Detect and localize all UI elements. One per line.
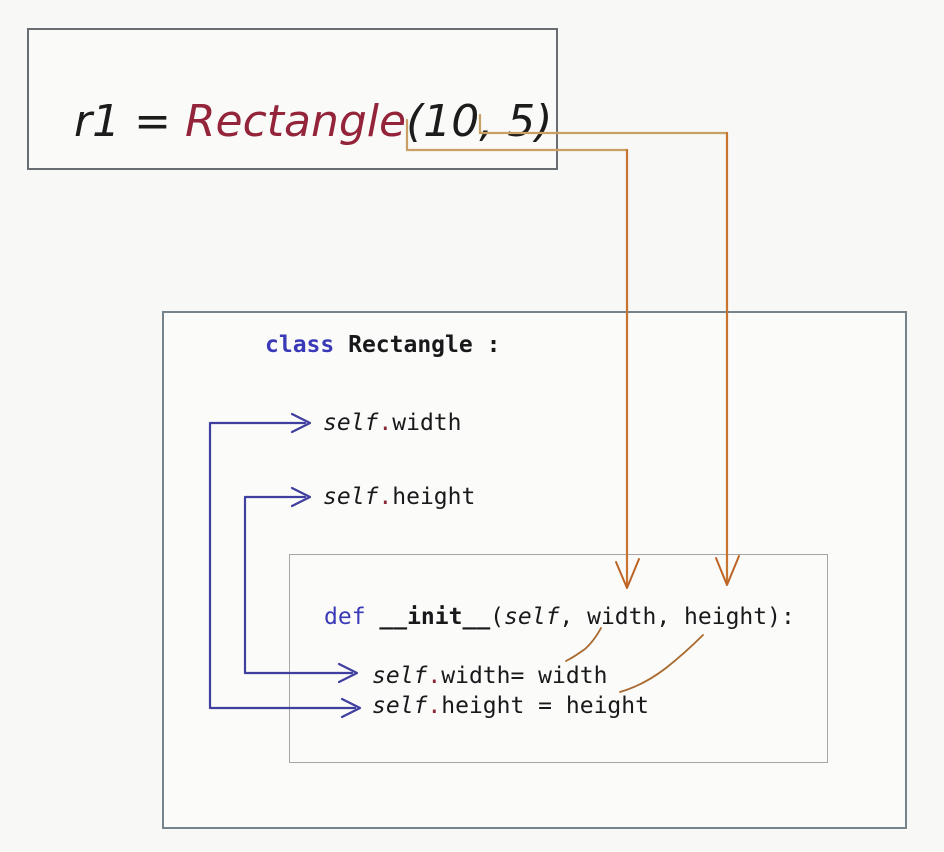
instantiation-code: r1 = Rectangle(10, 5) xyxy=(74,94,552,150)
dot-token: . xyxy=(378,484,393,510)
assignment-width-line: self.width= width xyxy=(372,662,607,690)
self-param: self xyxy=(504,604,560,630)
code-args: (10, 5) xyxy=(406,96,553,147)
dot-token: . xyxy=(378,410,393,436)
attribute-name: height xyxy=(392,484,476,510)
self-token: self xyxy=(372,693,428,719)
assignment-height-line: self.height = height xyxy=(372,692,649,720)
open-paren: ( xyxy=(490,604,505,630)
dot-token: . xyxy=(427,693,442,719)
attribute-self-height: self.height xyxy=(323,483,475,511)
self-token: self xyxy=(372,663,428,689)
attribute-name: width xyxy=(392,410,462,436)
instantiation-box: r1 = Rectangle(10, 5) xyxy=(27,28,558,170)
class-declaration-line: class Rectangle : xyxy=(265,331,500,359)
init-signature-line: def __init__(self, width, height): xyxy=(324,603,795,631)
class-keyword: class xyxy=(265,332,349,358)
init-method-name: __init__ xyxy=(379,604,491,630)
init-method-box xyxy=(289,554,828,763)
def-keyword: def xyxy=(324,604,380,630)
self-token: self xyxy=(323,410,379,436)
params-rest: , width, height): xyxy=(559,604,795,630)
code-class-name: Rectangle xyxy=(184,96,407,147)
class-name-text: Rectangle : xyxy=(348,332,501,358)
assignment-text: height = height xyxy=(441,693,649,719)
self-token: self xyxy=(323,484,379,510)
assignment-text: width= width xyxy=(441,663,608,689)
dot-token: . xyxy=(427,663,442,689)
attribute-self-width: self.width xyxy=(323,409,462,437)
code-lhs: r1 = xyxy=(74,96,185,147)
